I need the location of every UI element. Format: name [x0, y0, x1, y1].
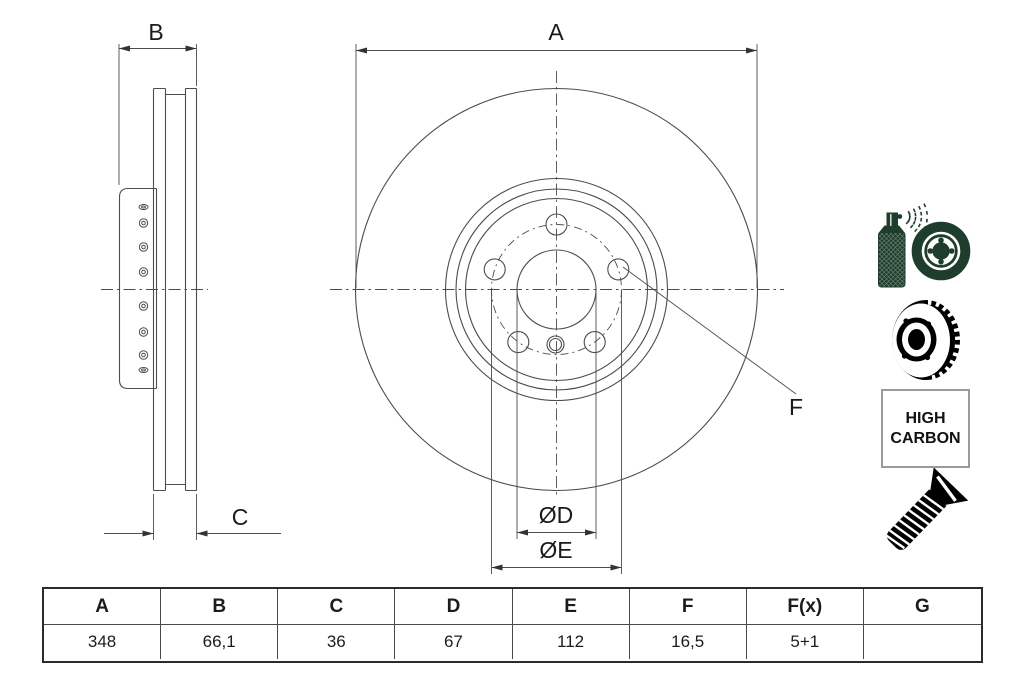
dimension-E: ØE — [491, 290, 622, 574]
table-header-Fx: F(x) — [746, 589, 864, 625]
leader-line-F — [622, 266, 797, 395]
table-value-Fx: 5+1 — [747, 625, 864, 659]
dimension-B-label: B — [148, 19, 163, 45]
table-header-D: D — [395, 589, 513, 625]
table-value-A: 348 — [44, 625, 162, 659]
table-value-C: 36 — [278, 625, 396, 659]
locating-pin-hole — [546, 335, 565, 354]
dimension-D: ØD — [516, 290, 597, 539]
dimension-table: A B C D E F F(x) G 348 66,1 36 67 112 16… — [42, 587, 983, 663]
high-carbon-line2: CARBON — [890, 429, 961, 447]
vented-disc-icon — [892, 299, 961, 382]
table-value-F: 16,5 — [630, 625, 747, 659]
coated-disc-icon — [878, 202, 971, 288]
dimension-A-label: A — [548, 19, 564, 45]
dimension-C: C — [104, 494, 281, 540]
screw-icon — [885, 467, 969, 550]
rivet-pins — [138, 204, 149, 373]
dimension-B: B — [118, 19, 197, 185]
table-value-D: 67 — [395, 625, 513, 659]
spray-can-icon — [878, 202, 931, 288]
vent-channel-edges — [165, 93, 186, 486]
table-header-A: A — [44, 589, 162, 625]
high-carbon-line1: HIGH — [905, 409, 946, 427]
dimension-C-label: C — [232, 504, 249, 530]
table-value-G — [864, 625, 981, 659]
dimension-F-label: F — [789, 394, 803, 420]
front-view — [330, 71, 797, 498]
table-header-G: G — [863, 589, 981, 625]
table-header-B: B — [161, 589, 279, 625]
table-value-E: 112 — [513, 625, 630, 659]
dimension-A: A — [355, 19, 758, 288]
hat-outline — [118, 187, 158, 390]
table-header-C: C — [278, 589, 396, 625]
table-header-F: F — [629, 589, 747, 625]
high-carbon-badge: HIGH CARBON — [881, 389, 970, 468]
coated-disc-face — [911, 221, 971, 281]
dimension-E-label: ØE — [539, 537, 572, 563]
table-value-B: 66,1 — [161, 625, 279, 659]
dimension-D-label: ØD — [539, 502, 574, 528]
side-view-section — [101, 87, 208, 492]
table-header-E: E — [512, 589, 630, 625]
